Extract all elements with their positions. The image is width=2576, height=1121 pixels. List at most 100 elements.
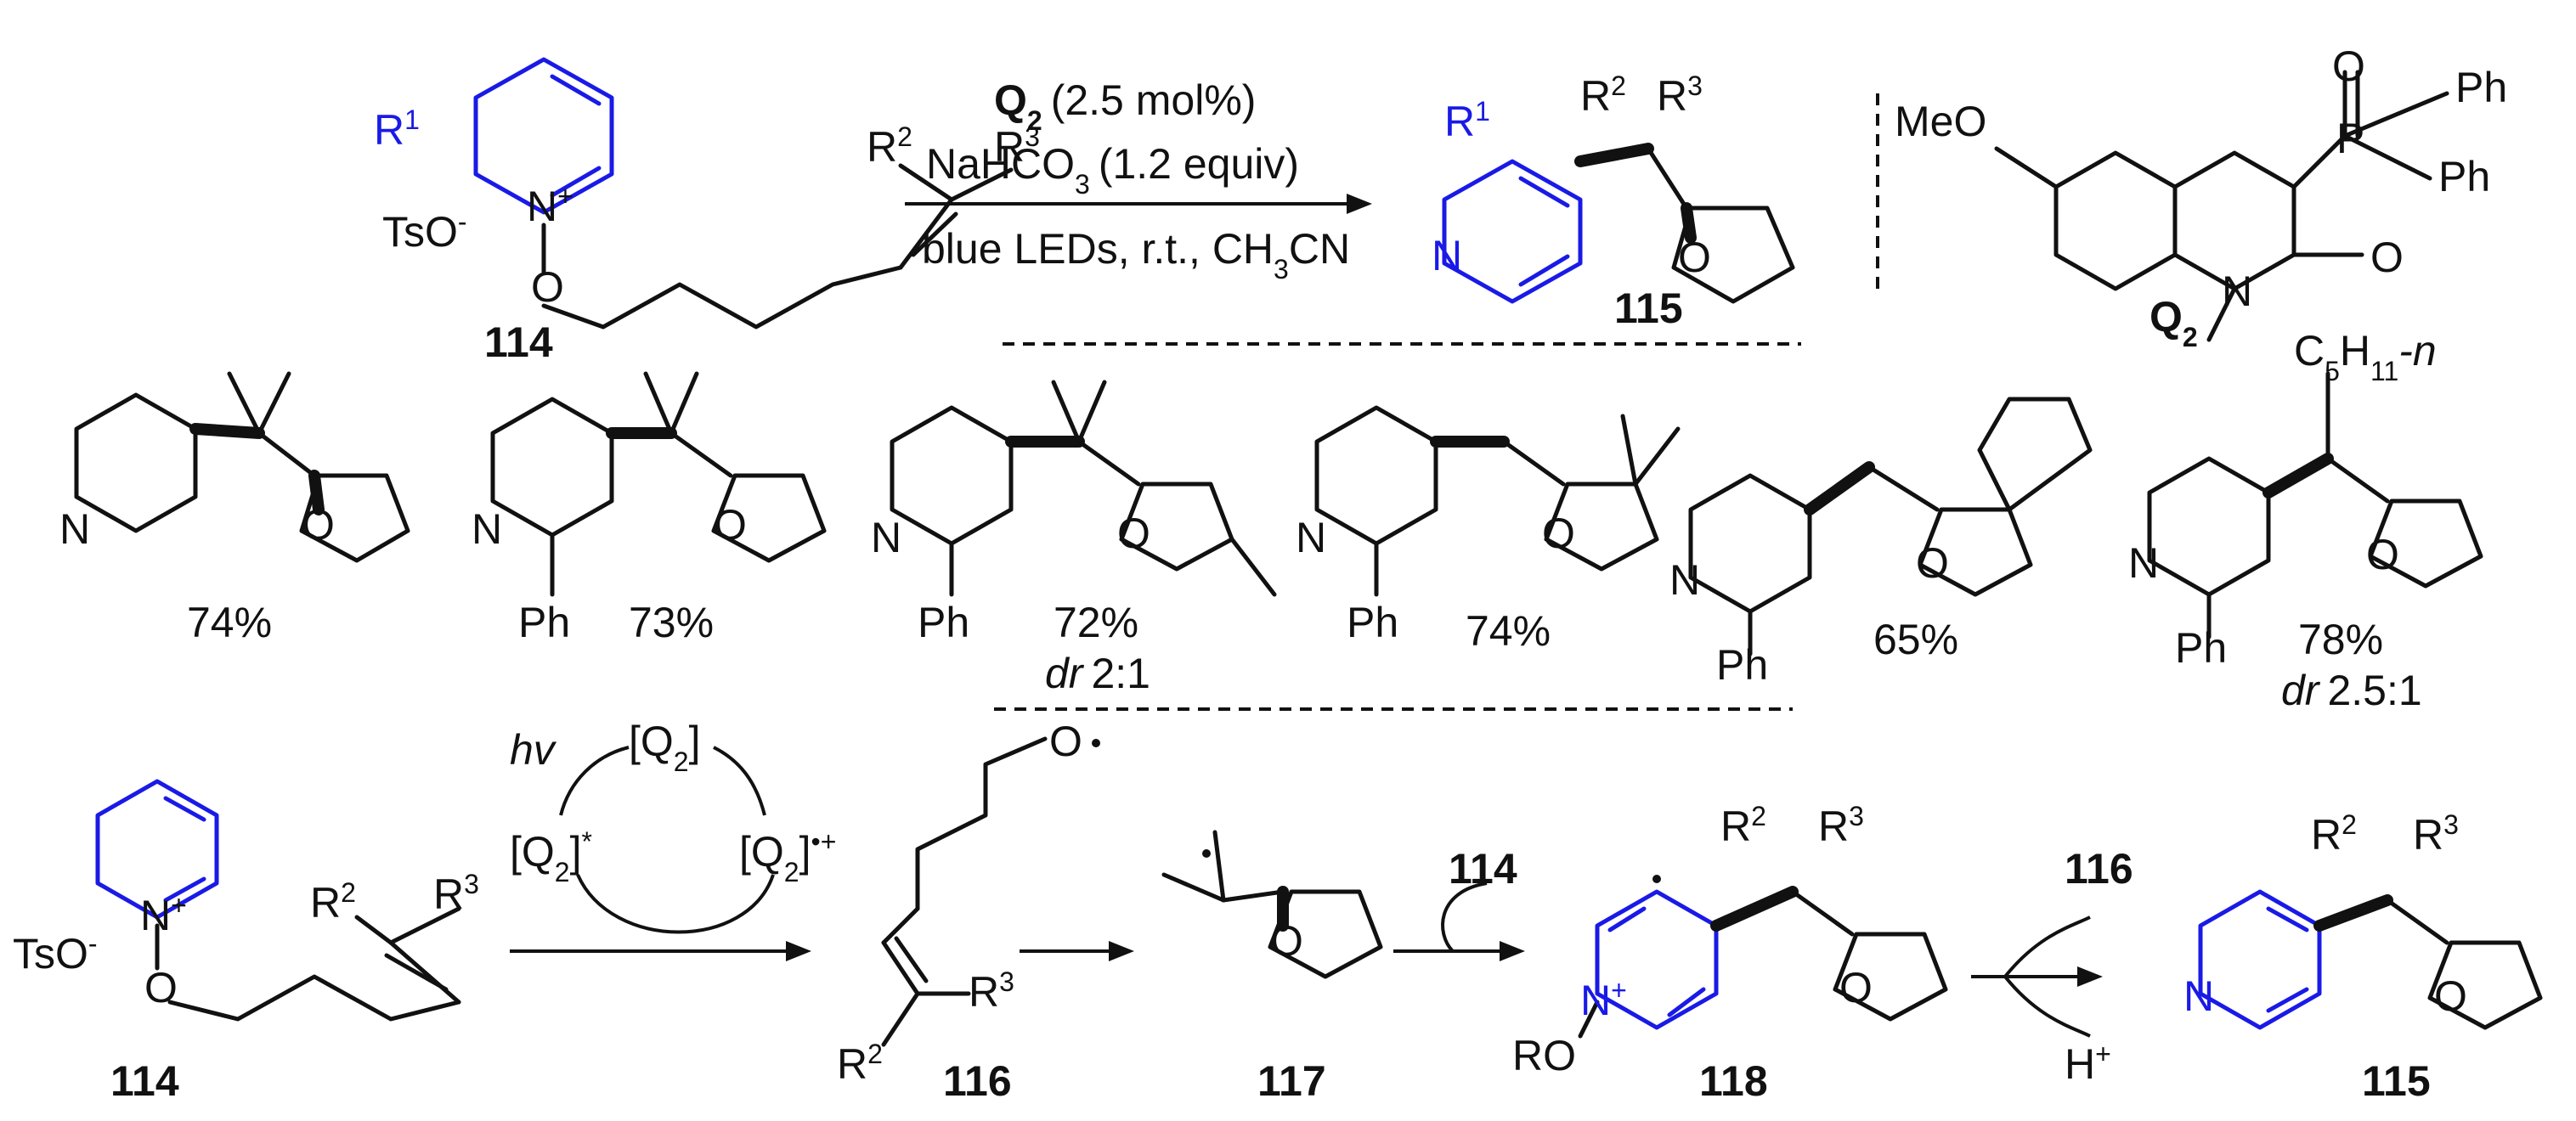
arrow-117-to-118: 114	[1393, 845, 1525, 961]
po-oxygen-label: O	[2332, 42, 2365, 90]
scope1-o: O	[302, 501, 335, 549]
base-condition: NaHCO3(1.2 equiv)	[926, 140, 1299, 200]
scope4-o: O	[1542, 510, 1575, 557]
mech-ts: TsO-	[13, 928, 98, 977]
radical-dot-icon	[1202, 849, 1211, 858]
scope6-pentyl: C5H11-n	[2294, 327, 2437, 386]
n-plus-label: N+	[527, 181, 573, 230]
scope5-yield: 65%	[1873, 616, 1958, 663]
n-product: N	[1432, 232, 1462, 279]
scope-product-4: N Ph O 74%	[1296, 405, 1681, 655]
alkoxy-o: O	[1049, 718, 1082, 765]
radical117-o: O	[1270, 917, 1303, 965]
q2-radical-cation: [Q2]•+	[739, 826, 836, 887]
scope6-o: O	[2366, 531, 2399, 578]
scope4-yield: 74%	[1466, 607, 1551, 655]
arrow-118-to-115: 116 H+	[1971, 845, 2133, 1088]
r2-product: R2	[1580, 70, 1626, 120]
compound-label-114-mech: 114	[110, 1057, 179, 1105]
radical-dot-icon	[1652, 875, 1661, 883]
scope6-n: N	[2128, 539, 2159, 587]
r1-label: R1	[374, 104, 420, 154]
adduct-nplus: N+	[1580, 975, 1627, 1024]
reagent-114-label: 114	[1449, 845, 1517, 893]
proton-label: H+	[2065, 1039, 2111, 1088]
scope3-yield: 72%	[1054, 599, 1138, 646]
scope5-n: N	[1669, 556, 1700, 604]
scope-product-2: N Ph O 73%	[472, 371, 827, 646]
mech-r2: R2	[310, 877, 356, 927]
adduct-ro: RO	[1512, 1032, 1576, 1079]
product-mech-n: N	[2183, 972, 2214, 1020]
scope3-ph: Ph	[918, 599, 969, 646]
meo-label: MeO	[1895, 98, 1986, 145]
ph-label-1: Ph	[2455, 64, 2507, 111]
mech-o: O	[144, 964, 178, 1011]
product-mech-r2: R2	[2311, 809, 2357, 859]
ph-label-2: Ph	[2438, 153, 2490, 200]
radical-adduct-118: RO N+ R2 R3 O 118	[1512, 801, 1948, 1105]
scope-product-1: N O 74%	[59, 371, 410, 646]
compound-label-115-top: 115	[1614, 284, 1683, 332]
phosphorus-label: P	[2336, 115, 2364, 162]
scope2-o: O	[714, 501, 747, 549]
adduct-o: O	[1839, 964, 1873, 1011]
r3-label: R3	[994, 121, 1040, 171]
compound-label-115-mech: 115	[2362, 1057, 2431, 1105]
alkoxy-r3: R3	[969, 966, 1014, 1016]
reaction-arrow-main: Q2(2.5 mol%) NaHCO3(1.2 equiv) blue LEDs…	[905, 76, 1372, 284]
starting-material-114-mech: TsO- N+ O R2 R3 114	[13, 779, 479, 1105]
scope4-ph: Ph	[1347, 599, 1398, 646]
alkoxy-r2: R2	[837, 1039, 883, 1088]
byproduct-116-label: 116	[2065, 845, 2133, 893]
photocatalytic-cycle: hv [Q2] [Q2]* [Q2]•+	[510, 718, 836, 961]
scope1-yield: 74%	[187, 599, 272, 646]
scope1-n: N	[59, 505, 90, 553]
compound-label-118: 118	[1699, 1057, 1768, 1105]
product-115-mech: N R2 R3 O 115	[2183, 809, 2543, 1105]
carbon-radical-117: O 117	[1161, 830, 1383, 1105]
o-product: O	[1678, 234, 1711, 281]
radical-dot-icon	[1092, 739, 1100, 747]
light-condition: blue LEDs, r.t., CH3CN	[922, 225, 1350, 284]
arrow-116-to-117	[1020, 941, 1134, 961]
q2-excited: [Q2]*	[510, 826, 592, 887]
q2-ground: [Q2]	[629, 718, 701, 777]
ts-counterion: TsO-	[382, 206, 467, 256]
starting-material-114-top: R1 TsO- N+ O R2 R3 114	[374, 57, 1040, 366]
q2-compound-label: Q2	[2149, 293, 2198, 352]
hv-label: hv	[510, 726, 557, 774]
mech-nplus: N+	[140, 890, 187, 939]
oxygen-label: O	[531, 263, 564, 311]
compound-label-117: 117	[1257, 1057, 1326, 1105]
scope6-yield: 78%	[2298, 616, 2383, 663]
catalyst-q2-structure: MeO P O Ph Ph O N Q2	[1895, 42, 2507, 352]
mech-r3: R3	[433, 869, 479, 918]
adduct-r2: R2	[1720, 801, 1766, 850]
scope5-ph: Ph	[1716, 641, 1768, 689]
scope5-o: O	[1916, 539, 1949, 587]
r1-product: R1	[1444, 96, 1490, 145]
lactam-n-label: N	[2222, 268, 2252, 315]
scope-product-5: N Ph O 65%	[1669, 397, 2093, 689]
compound-label-116: 116	[943, 1057, 1012, 1105]
scope2-ph: Ph	[518, 599, 570, 646]
lactam-o-label: O	[2370, 234, 2404, 281]
compound-label-114-top: 114	[484, 318, 553, 366]
r2-label: R2	[867, 121, 912, 171]
adduct-r3: R3	[1818, 801, 1864, 850]
catalyst-condition: Q2(2.5 mol%)	[994, 76, 1256, 136]
scope2-n: N	[472, 505, 502, 553]
r3-product: R3	[1657, 70, 1703, 120]
alkoxy-radical-116: O R3 R2 116	[837, 718, 1100, 1105]
scope6-ph: Ph	[2175, 624, 2227, 672]
product-mech-r3: R3	[2413, 809, 2459, 859]
scope3-o: O	[1117, 510, 1150, 557]
scope4-n: N	[1296, 514, 1326, 561]
scope2-yield: 73%	[629, 599, 714, 646]
